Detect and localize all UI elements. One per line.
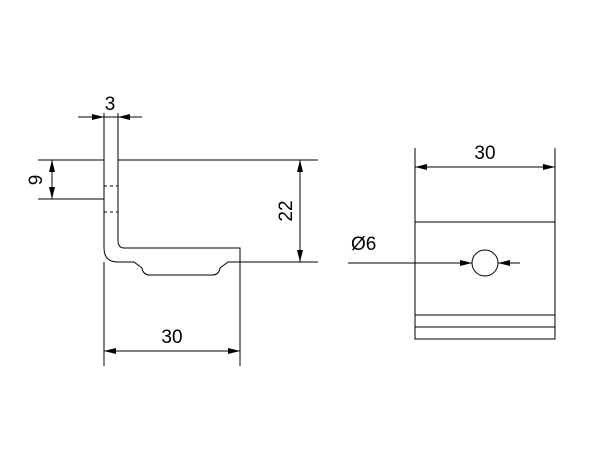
bracket-profile — [103, 116, 241, 276]
dimension-hole-offset: 9 — [26, 159, 104, 200]
side-view: 3 9 22 30 — [26, 94, 318, 366]
front-view: 30 Ø6 — [348, 143, 556, 340]
dimension-thickness-label: 3 — [105, 94, 116, 115]
dimension-hole-offset-label: 9 — [26, 175, 47, 186]
dimension-length-label: 30 — [161, 327, 182, 348]
dimension-height: 22 — [118, 159, 318, 263]
front-outline — [414, 221, 556, 340]
dimension-thickness: 3 — [78, 94, 142, 120]
dimension-width-label: 30 — [474, 143, 495, 164]
dimension-hole-diameter: Ø6 — [348, 234, 520, 266]
dimension-hole-diameter-label: Ø6 — [351, 234, 376, 255]
mounting-hole — [471, 249, 499, 277]
dimension-width: 30 — [414, 143, 556, 222]
dimension-height-label: 22 — [276, 200, 297, 221]
dimension-length: 30 — [103, 262, 241, 366]
